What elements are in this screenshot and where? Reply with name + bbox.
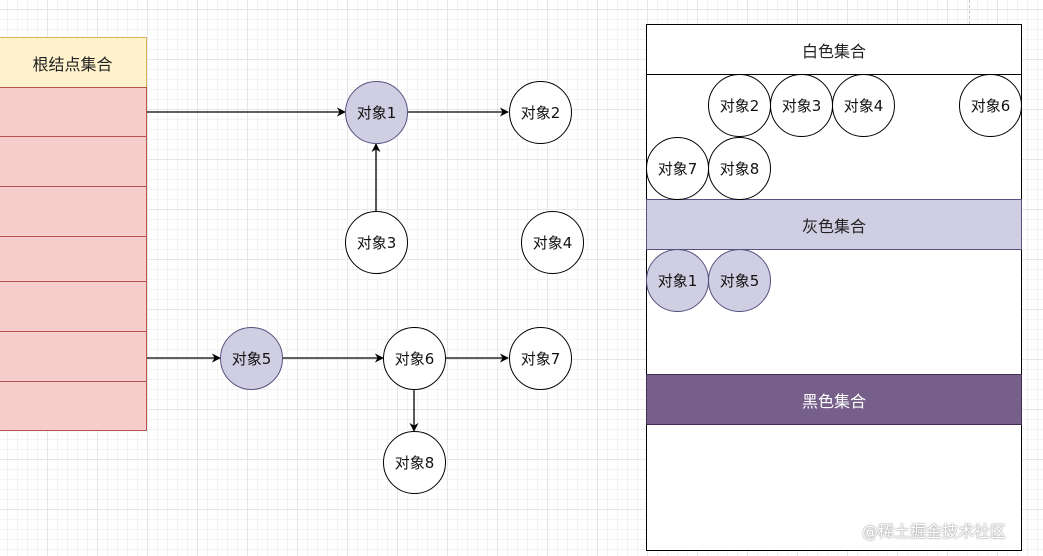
graph-node-obj3: 对象3 — [345, 211, 408, 274]
watermark: @稀土掘金技术社区 — [862, 522, 1007, 541]
node-label: 对象3 — [356, 234, 397, 252]
dashed-guide — [969, 0, 970, 24]
member-label: 对象4 — [843, 97, 884, 115]
gray-set-title: 灰色集合 — [801, 216, 866, 236]
node-label: 对象4 — [532, 234, 573, 252]
graph-node-obj5: 对象5 — [220, 327, 283, 390]
node-label: 对象8 — [394, 454, 435, 472]
graph-node-obj6: 对象6 — [383, 327, 446, 390]
graph-node-obj4: 对象4 — [521, 211, 584, 274]
gray-set-member: 对象1 — [646, 249, 709, 312]
root-set-cell — [0, 87, 147, 137]
root-set-label: 根结点集合 — [32, 54, 113, 74]
member-label: 对象2 — [719, 97, 760, 115]
member-label: 对象5 — [719, 272, 760, 290]
member-label: 对象7 — [657, 160, 698, 178]
black-set-title: 黑色集合 — [801, 391, 866, 411]
graph-node-obj8: 对象8 — [383, 431, 446, 494]
white-set-title: 白色集合 — [801, 41, 866, 61]
member-label: 对象1 — [657, 272, 698, 290]
root-set-header: 根结点集合 — [0, 37, 147, 88]
white-set-member: 对象7 — [646, 137, 709, 200]
white-set-member: 对象3 — [770, 74, 833, 137]
gray-set-member: 对象5 — [708, 249, 771, 312]
graph-node-obj2: 对象2 — [509, 81, 572, 144]
member-label: 对象6 — [970, 97, 1011, 115]
white-set-member: 对象6 — [959, 74, 1022, 137]
graph-node-obj7: 对象7 — [509, 327, 572, 390]
node-label: 对象7 — [520, 350, 561, 368]
gray-set-header: 灰色集合 — [646, 199, 1022, 250]
white-set-header: 白色集合 — [646, 24, 1022, 75]
member-label: 对象3 — [781, 97, 822, 115]
root-set-cell — [0, 281, 147, 332]
black-set-header: 黑色集合 — [646, 374, 1022, 425]
member-label: 对象8 — [719, 160, 760, 178]
node-label: 对象2 — [520, 104, 561, 122]
white-set-member: 对象2 — [708, 74, 771, 137]
node-label: 对象1 — [356, 104, 397, 122]
graph-node-obj1: 对象1 — [345, 81, 408, 144]
node-label: 对象6 — [394, 350, 435, 368]
root-set-cell — [0, 381, 147, 431]
white-set-member: 对象4 — [832, 74, 895, 137]
node-label: 对象5 — [231, 350, 272, 368]
white-set-member: 对象8 — [708, 137, 771, 200]
